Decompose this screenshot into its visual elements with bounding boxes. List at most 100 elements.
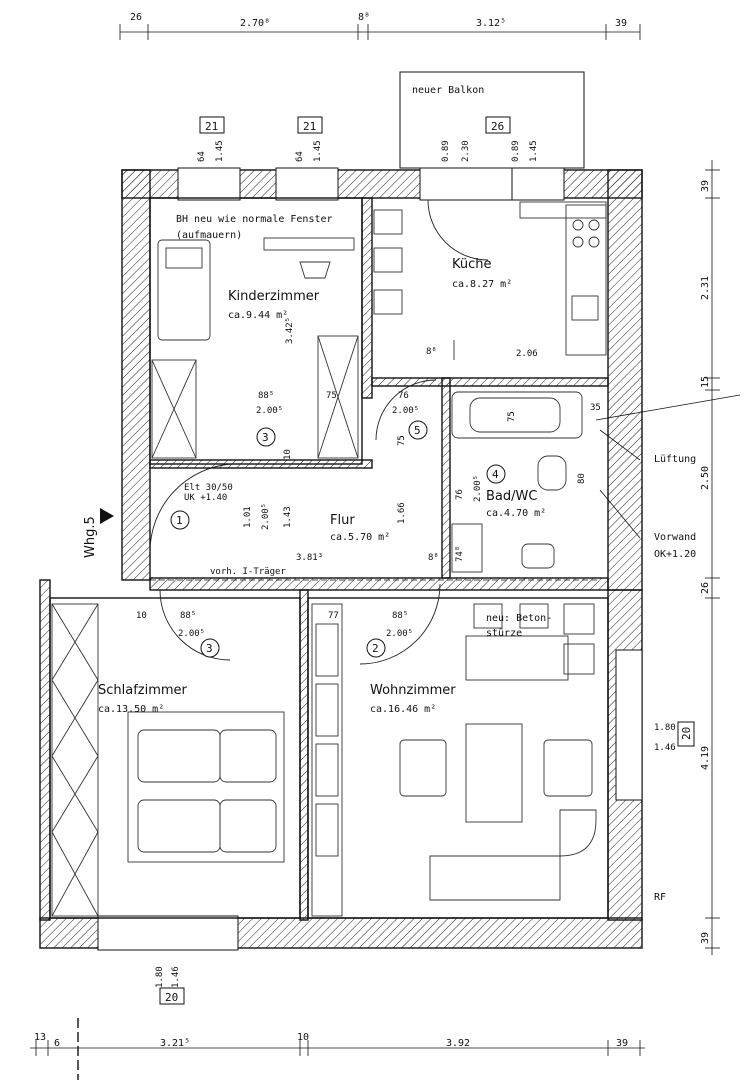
inner-w-2005: 2.00⁵ [386, 629, 413, 639]
dim-top-1: 26 [130, 12, 142, 23]
win-dim-6a: 1.80 [654, 723, 676, 733]
note-elt-1: Elt 30/50 [184, 483, 233, 493]
note-elt-2: UK +1.40 [184, 493, 227, 503]
inner-k-206: 2.06 [516, 349, 538, 359]
note-rf: RF [654, 892, 666, 903]
inner-d76a: 76 [398, 391, 409, 401]
inner-b-200: 2.00⁵ [473, 475, 483, 502]
inner-f-200: 2.00⁵ [261, 503, 271, 530]
inner-k-8: 8⁸ [426, 347, 437, 357]
dim-right-6: 4.19 [700, 746, 711, 770]
door-number-1: 1 [176, 514, 183, 527]
room-name-wohnzimmer: Wohnzimmer [370, 683, 456, 698]
dim-bottom-5: 3.92 [446, 1038, 470, 1049]
inner-f-166: 1.66 [397, 502, 407, 524]
reference-boxes [159, 116, 695, 1005]
room-area-schlafzimmer: ca.13.50 m² [98, 704, 164, 715]
note-vorwand-1: Vorwand [654, 532, 696, 543]
inner-d200b: 2.00⁵ [392, 406, 419, 416]
door-number-3a: 3 [262, 431, 269, 444]
note-bh-line1: BH neu wie normale Fenster [176, 214, 333, 225]
inner-d200a: 2.00⁵ [256, 406, 283, 416]
top-windows [177, 167, 565, 201]
inner-f-88: 8⁸ [428, 553, 439, 563]
entry-arrow-icon [100, 508, 114, 524]
note-vorwand-2: OK+1.20 [654, 549, 696, 560]
dim-top-5: 39 [615, 18, 627, 29]
inner-f-101: 1.01 [243, 506, 253, 528]
ref-box-20b: 20 [680, 727, 693, 740]
inner-f-381: 3.81³ [296, 553, 323, 563]
room-name-schlafzimmer: Schlafzimmer [98, 683, 188, 698]
dim-bottom-1: 13 [34, 1032, 46, 1043]
inner-s-10: 10 [136, 611, 147, 621]
dim-bottom-4: 10 [297, 1032, 309, 1043]
room-area-bad: ca.4.70 m² [486, 508, 546, 519]
room-area-kinderzimmer: ca.9.44 m² [228, 310, 288, 321]
win-dim-4a: 0.89 [511, 140, 521, 162]
room-area-kueche: ca.8.27 m² [452, 279, 512, 290]
ref-box-21a: 21 [205, 120, 218, 133]
door-arcs [149, 199, 489, 665]
room-area-wohnzimmer: ca.16.46 m² [370, 704, 436, 715]
win-dim-5a: 1.80 [155, 966, 165, 988]
dim-right-1: 39 [700, 180, 711, 192]
note-sturz-2: stürze [486, 628, 522, 639]
note-lueftung: Lüftung [654, 454, 696, 465]
win-dim-1b: 1.45 [215, 140, 225, 162]
door-number-5: 5 [414, 424, 421, 437]
inner-s-2005: 2.00⁵ [178, 629, 205, 639]
win-dim-2a: 64 [295, 151, 305, 162]
dim-right-4: 2.50 [700, 466, 711, 490]
win-dim-5b: 1.46 [171, 966, 181, 988]
ref-box-26: 26 [491, 120, 504, 133]
inner-b-80: 80 [577, 473, 587, 484]
room-name-flur: Flur [330, 513, 355, 528]
dim-top-3: 8⁸ [358, 12, 370, 23]
dim-right-7: 39 [700, 932, 711, 944]
door-number-3b: 3 [206, 642, 213, 655]
door-number-4: 4 [492, 468, 499, 481]
win-dim-3b: 2.30 [461, 140, 471, 162]
inner-b-76: 76 [455, 489, 465, 500]
dimension-lines [30, 24, 741, 1080]
ref-box-20a: 20 [165, 991, 178, 1004]
dim-right-5: 26 [700, 582, 711, 594]
inner-d10a: 10 [283, 449, 293, 460]
inner-f-748: 74⁸ [455, 546, 465, 562]
bottom-windows [97, 649, 643, 951]
inner-kz-75: 75 [326, 391, 337, 401]
inner-d75b: 75 [397, 435, 407, 446]
outer-walls [39, 169, 643, 949]
dim-top-2: 2.70⁸ [240, 18, 270, 29]
balcony-outline [399, 71, 585, 169]
win-dim-4b: 1.45 [529, 140, 539, 162]
note-traeger: vorh. I-Träger [210, 567, 286, 577]
dim-bottom-2: 6 [54, 1038, 60, 1049]
inner-d88a: 88⁵ [258, 391, 274, 401]
ref-box-21b: 21 [303, 120, 316, 133]
note-bh-line2: (aufmauern) [176, 230, 242, 241]
dim-bottom-3: 3.21⁵ [160, 1038, 190, 1049]
dim-bottom-6: 39 [616, 1038, 628, 1049]
room-name-kinderzimmer: Kinderzimmer [228, 289, 320, 304]
dim-right-2: 2.31 [700, 276, 711, 300]
room-name-kueche: Küche [452, 257, 492, 272]
inner-b-75: 75 [507, 411, 517, 422]
note-sturz-1: neu: Beton- [486, 613, 552, 624]
win-dim-6b: 1.46 [654, 743, 676, 753]
win-dim-2b: 1.45 [313, 140, 323, 162]
inner-w-77: 77 [328, 611, 339, 621]
inner-w-885: 88⁵ [392, 611, 408, 621]
door-number-2: 2 [372, 642, 379, 655]
win-dim-3a: 0.89 [441, 140, 451, 162]
door-number-circles [170, 420, 506, 658]
room-name-bad: Bad/WC [486, 489, 537, 504]
furniture [51, 201, 607, 917]
dim-top-4: 3.12⁵ [476, 18, 506, 29]
inner-f-143: 1.43 [283, 506, 293, 528]
inner-b-35: 35 [590, 403, 601, 413]
win-dim-1a: 64 [197, 151, 207, 162]
interior-walls [49, 197, 609, 921]
